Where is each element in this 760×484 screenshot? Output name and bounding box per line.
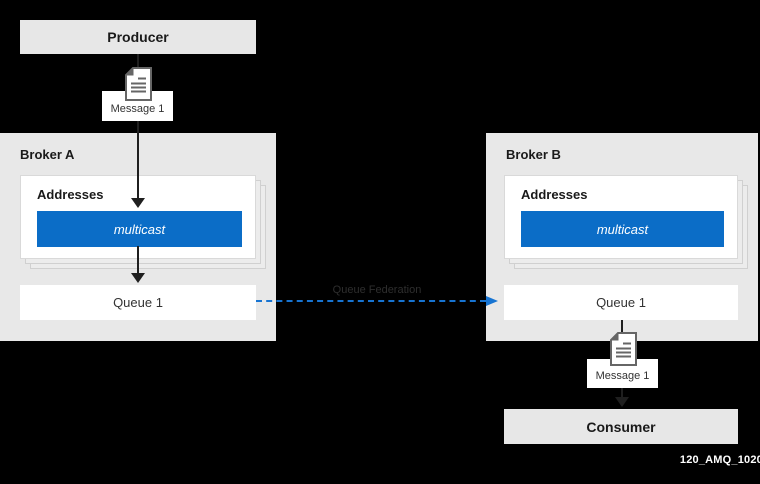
diagram-id-watermark: 120_AMQ_1020 — [679, 454, 760, 466]
broker-a-multicast-address: multicast — [37, 211, 242, 247]
queue-to-message-connector — [621, 320, 623, 334]
broker-a-addresses-title: Addresses — [37, 187, 104, 202]
queue-federation-label: Queue Federation — [332, 284, 422, 296]
queue-federation-dashed-line — [256, 300, 486, 302]
producer-box: Producer — [20, 20, 256, 54]
message-document-icon — [125, 67, 152, 101]
arrowhead-down-icon — [131, 273, 145, 283]
broker-b-addresses-title: Addresses — [521, 187, 588, 202]
multicast-to-queue-connector — [137, 246, 139, 273]
arrowhead-down-icon — [131, 198, 145, 208]
broker-b-title: Broker B — [506, 147, 561, 162]
broker-b-addresses-card: Addresses multicast — [504, 175, 738, 259]
broker-b-multicast-address: multicast — [521, 211, 724, 247]
broker-a-title: Broker A — [20, 147, 75, 162]
producer-to-multicast-connector — [137, 54, 139, 199]
broker-b-queue: Queue 1 — [504, 285, 738, 320]
consumer-box: Consumer — [504, 409, 738, 444]
arrowhead-right-icon — [486, 296, 498, 306]
message-to-consumer-connector — [621, 388, 623, 398]
message-document-icon — [610, 332, 637, 366]
arrowhead-down-icon — [615, 397, 629, 407]
broker-a-queue: Queue 1 — [20, 285, 256, 320]
